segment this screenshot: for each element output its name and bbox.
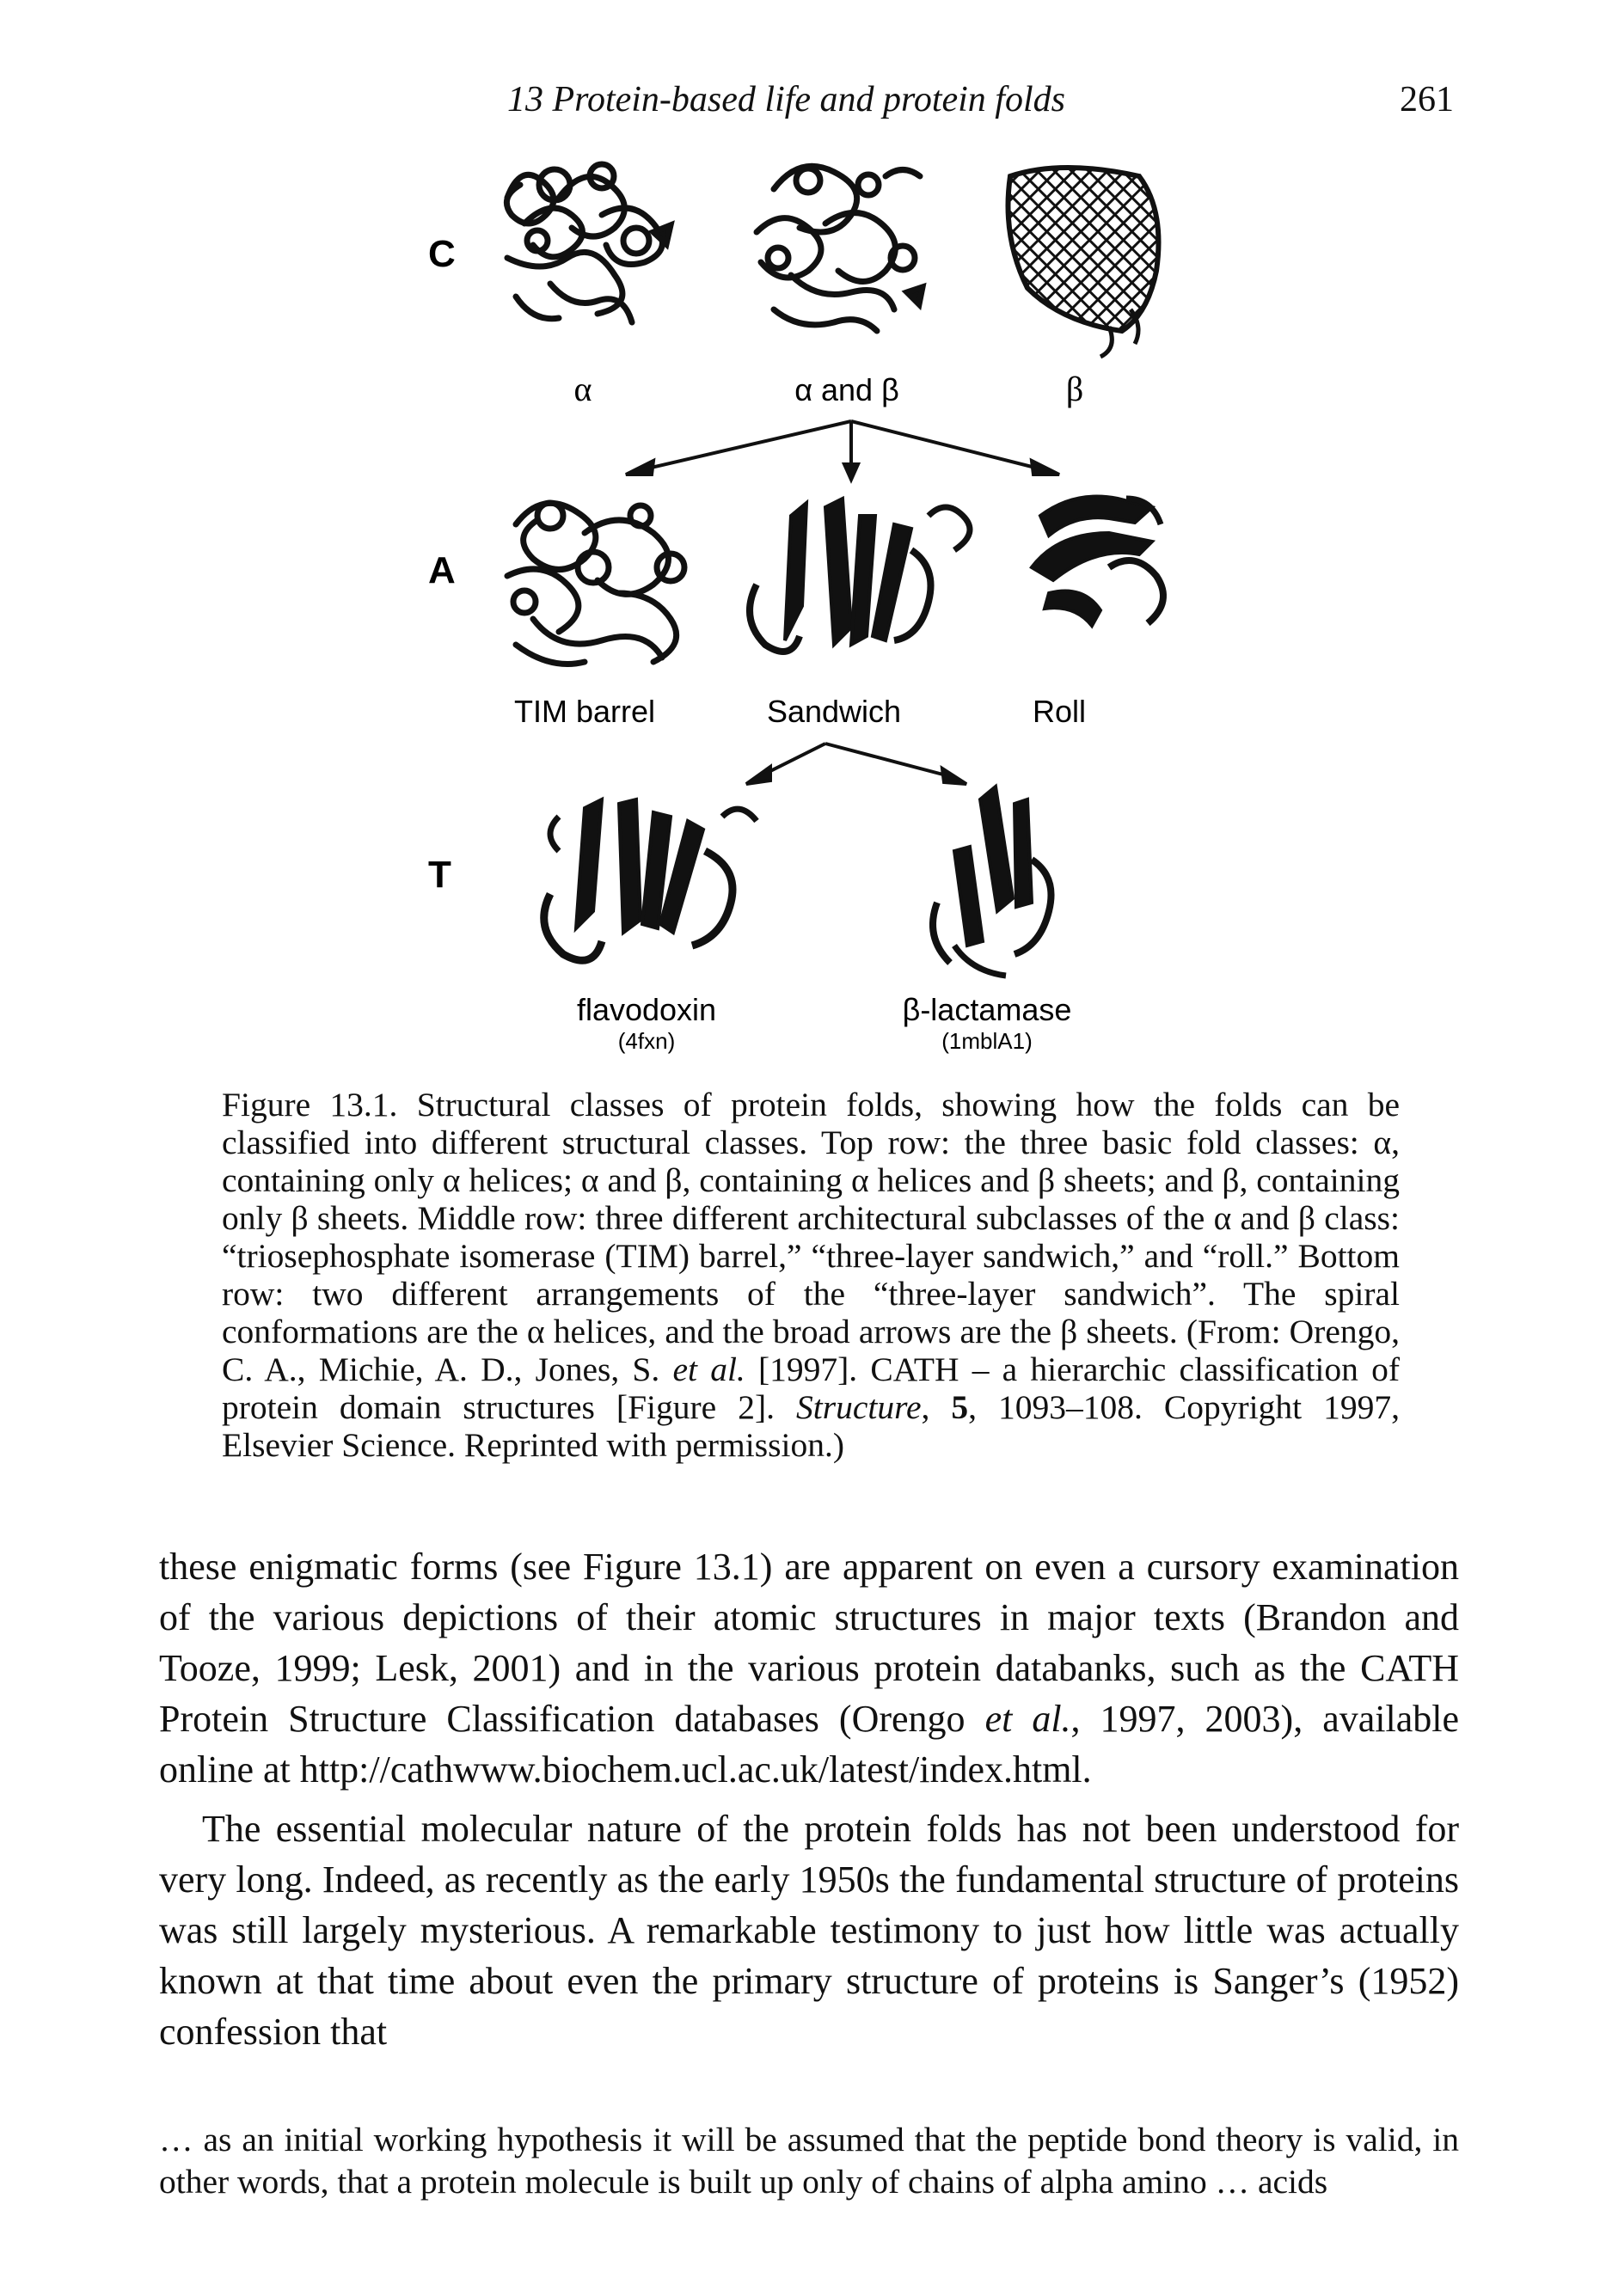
row-letter-a: A (428, 549, 456, 591)
paragraph-1-b: , 1997, 2003), available online at http:… (159, 1698, 1459, 1791)
protein-fold-figure: C A T α α and β β (428, 161, 1167, 1054)
caption-etal: et al. (672, 1350, 745, 1388)
figure-caption: Figure 13.1. Structural classes of prote… (222, 1086, 1400, 1464)
hierarchy-arrows-upper (625, 419, 1060, 484)
hierarchy-arrows-lower (745, 742, 968, 786)
row-letter-t: T (428, 854, 451, 896)
label-beta-lactamase-id: (1mblA1) (941, 1028, 1032, 1054)
row-letter-c: C (428, 233, 456, 275)
caption-mid: [1997]. CATH – a hierarchic classificati… (222, 1350, 1400, 1426)
label-flavodoxin-id: (4fxn) (618, 1028, 675, 1054)
alpha-beta-class-structure (753, 162, 927, 334)
paragraph-1-a: these enigmatic forms (see Figure 13.1) … (159, 1546, 1459, 1740)
caption-suffix: , 1093–108. Copyright 1997, Elsevier Sci… (222, 1388, 1400, 1464)
running-title: 13 Protein-based life and protein folds (507, 80, 1065, 119)
label-sandwich: Sandwich (767, 694, 901, 729)
roll-structure (1029, 494, 1167, 629)
label-flavodoxin: flavodoxin (577, 992, 716, 1027)
label-beta: β (1066, 370, 1083, 408)
quote-text: … as an initial working hypothesis it wi… (159, 2121, 1459, 2201)
caption-prefix: Figure 13.1. Structural classes of prote… (222, 1086, 1400, 1388)
label-tim-barrel: TIM barrel (514, 694, 655, 729)
caption-journal: Structure (796, 1388, 922, 1426)
caption-text: Figure 13.1. Structural classes of prote… (222, 1086, 1400, 1464)
beta-lactamase-structure (929, 783, 1055, 979)
alpha-class-structure (503, 161, 675, 326)
sandwich-structure (746, 495, 973, 655)
body-text: these enigmatic forms (see Figure 13.1) … (159, 1541, 1459, 2057)
label-alpha: α (574, 370, 592, 408)
running-header: 13 Protein-based life and protein folds … (0, 79, 1600, 131)
flavodoxin-structure (540, 796, 759, 964)
label-beta-lactamase: β-lactamase (903, 992, 1072, 1027)
paragraph-2: The essential molecular nature of the pr… (159, 1808, 1459, 2053)
tim-barrel-structure (504, 499, 688, 667)
block-quote: … as an initial working hypothesis it wi… (159, 2119, 1459, 2203)
label-alpha-and-beta: α and β (794, 372, 899, 407)
caption-comma: , (921, 1388, 930, 1426)
page-number: 261 (1400, 80, 1454, 119)
beta-class-structure (1005, 165, 1162, 359)
paragraph-1-etal: et al. (984, 1698, 1071, 1740)
paragraph-1: these enigmatic forms (see Figure 13.1) … (159, 1541, 1459, 1795)
caption-volume: 5 (951, 1388, 969, 1426)
label-roll: Roll (1033, 694, 1086, 729)
